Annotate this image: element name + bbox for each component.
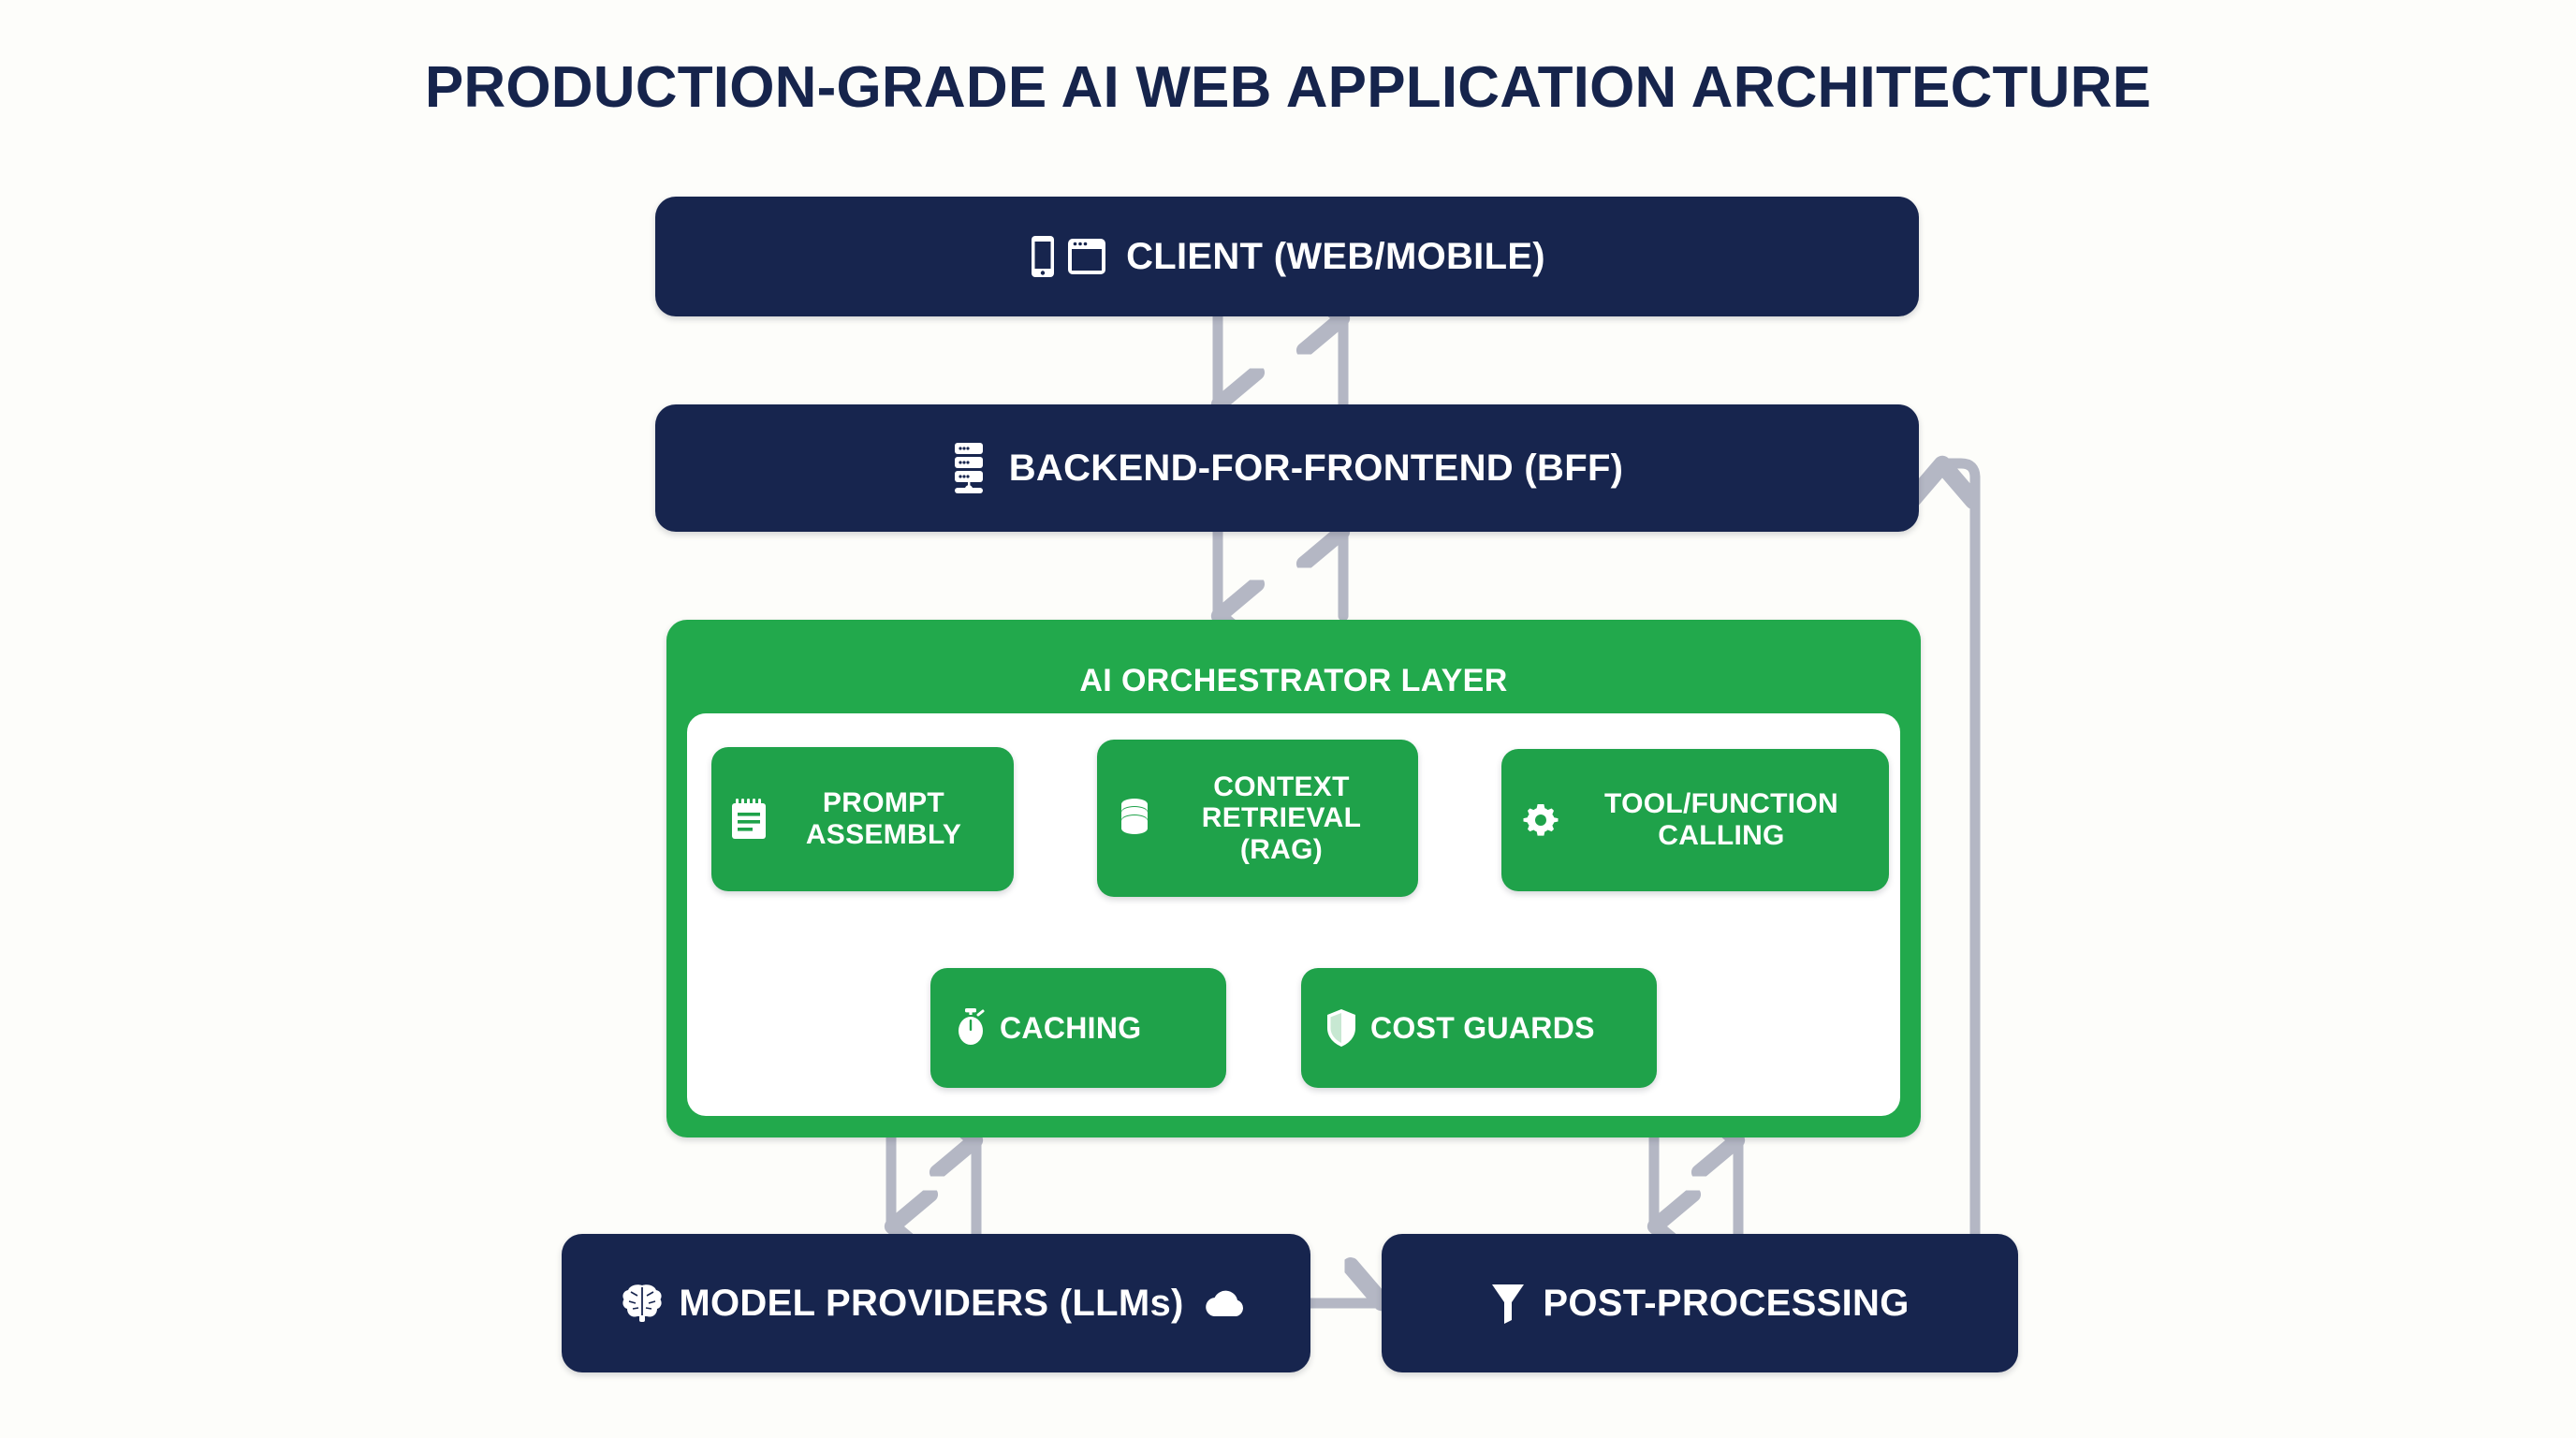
node-post-processing[interactable]: POST-PROCESSING xyxy=(1382,1234,2018,1372)
database-icon xyxy=(1116,797,1153,840)
node-prompt-assembly-label: PROMPT ASSEMBLY xyxy=(805,787,962,850)
cloud-icon xyxy=(1201,1285,1251,1321)
node-context-retrieval-label: CONTEXT RETRIEVAL (RAG) xyxy=(1201,770,1362,865)
node-cost-guards-label: COST GUARDS xyxy=(1370,1010,1595,1045)
node-tool-function-calling[interactable]: TOOL/FUNCTION CALLING xyxy=(1501,749,1889,891)
node-cost-guards[interactable]: COST GUARDS xyxy=(1301,968,1657,1088)
node-model-providers[interactable]: MODEL PROVIDERS (LLMs) xyxy=(562,1234,1310,1372)
mobile-phone-icon xyxy=(1029,235,1057,278)
stopwatch-icon xyxy=(955,1007,987,1049)
shield-icon xyxy=(1325,1008,1357,1048)
notepad-icon xyxy=(730,797,768,842)
node-client[interactable]: CLIENT (WEB/MOBILE) xyxy=(655,197,1919,316)
node-post-processing-label: POST-PROCESSING xyxy=(1543,1282,1910,1324)
page-title: PRODUCTION-GRADE AI WEB APPLICATION ARCH… xyxy=(424,55,2152,120)
brain-icon xyxy=(621,1283,664,1324)
node-bff[interactable]: BACKEND-FOR-FRONTEND (BFF) xyxy=(655,404,1919,532)
connector-post-processing-feedback-to-bff xyxy=(1942,463,1981,1352)
node-caching-label: CACHING xyxy=(1000,1010,1142,1045)
node-client-label: CLIENT (WEB/MOBILE) xyxy=(1126,235,1545,277)
node-context-retrieval[interactable]: CONTEXT RETRIEVAL (RAG) xyxy=(1097,740,1418,897)
browser-window-icon xyxy=(1066,236,1107,277)
node-orchestrator-layer-label: AI ORCHESTRATOR LAYER xyxy=(1079,663,1508,698)
gear-icon xyxy=(1522,801,1559,839)
node-tool-function-calling-label: TOOL/FUNCTION CALLING xyxy=(1604,788,1838,851)
server-stack-icon xyxy=(951,441,990,495)
node-prompt-assembly[interactable]: PROMPT ASSEMBLY xyxy=(711,747,1014,891)
node-caching[interactable]: CACHING xyxy=(930,968,1226,1088)
funnel-icon xyxy=(1490,1282,1526,1325)
node-model-providers-label: MODEL PROVIDERS (LLMs) xyxy=(679,1282,1184,1324)
node-bff-label: BACKEND-FOR-FRONTEND (BFF) xyxy=(1008,447,1624,489)
